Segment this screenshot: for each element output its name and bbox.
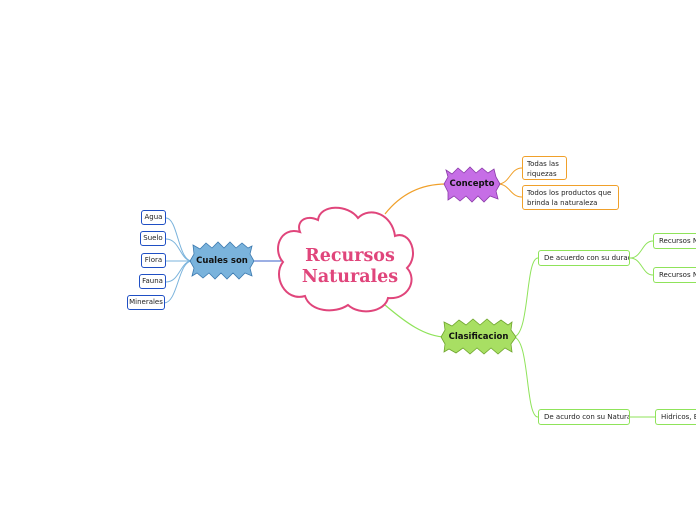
connector-clasificacion [384, 304, 447, 338]
subtopic-naturaleza[interactable]: De acurdo con su Naturaleza [538, 409, 630, 425]
cuales-son-label[interactable]: Cuales son [196, 256, 248, 266]
leaf-suelo[interactable]: Suelo [140, 231, 166, 246]
duracion-item-2[interactable]: Recursos Nat [653, 267, 696, 283]
connector-concepto [384, 183, 447, 215]
connector-minerales [163, 260, 193, 304]
connector-concepto-2 [497, 183, 523, 198]
connector-duracion-2 [629, 257, 654, 276]
leaf-fauna[interactable]: Fauna [139, 274, 166, 289]
concepto-label[interactable]: Concepto [449, 179, 495, 189]
concepto-item-riquezas[interactable]: Todas las riquezas [522, 156, 567, 180]
clasificacion-burst-shape[interactable] [440, 318, 517, 355]
central-topic-line1: Recursos [305, 246, 395, 266]
leaf-minerales[interactable]: Minerales [127, 295, 165, 310]
duracion-item-1[interactable]: Recursos Nat [653, 233, 696, 249]
connector-naturaleza [512, 336, 539, 418]
connector-duracion [512, 257, 539, 338]
central-topic[interactable]: Recursos Naturales [296, 246, 404, 288]
naturaleza-item-1[interactable]: Hidricos, Ed... [655, 409, 696, 425]
leaf-agua[interactable]: Agua [141, 210, 166, 225]
central-cloud-shape[interactable] [277, 206, 414, 313]
cuales-son-burst-shape[interactable] [189, 241, 255, 280]
concepto-item-productos[interactable]: Todos los productos que brinda la natura… [522, 185, 619, 210]
subtopic-duracion[interactable]: De acuerdo con su duración [538, 250, 630, 266]
connector-concepto-1 [497, 167, 523, 185]
connector-duracion-1 [629, 240, 654, 259]
central-topic-line2: Naturales [301, 267, 399, 287]
clasificacion-label[interactable]: Clasificacion [448, 332, 509, 342]
connector-suelo [165, 238, 193, 262]
leaf-flora[interactable]: Flora [141, 253, 166, 268]
concepto-burst-shape[interactable] [443, 166, 501, 203]
